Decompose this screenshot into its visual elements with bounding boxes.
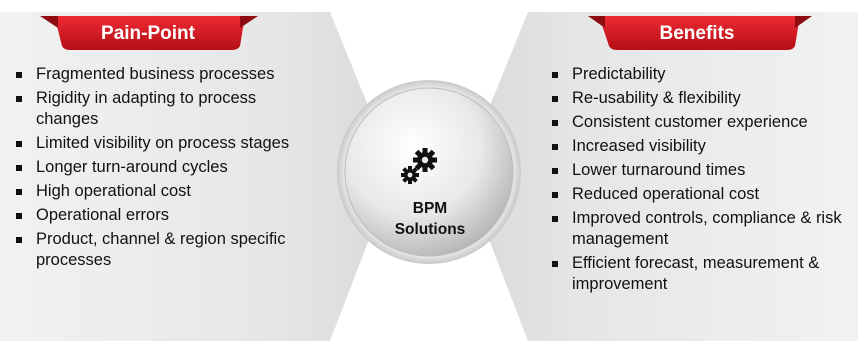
list-item: Efficient forecast, measurement & improv…	[548, 253, 848, 295]
list-item: Fragmented business processes	[12, 64, 312, 85]
pain-point-list: Fragmented business processes Rigidity i…	[12, 64, 312, 274]
list-item: Re-usability & flexibility	[548, 88, 848, 109]
pain-point-title: Pain-Point	[101, 23, 195, 44]
list-item: Product, channel & region specific proce…	[12, 229, 312, 271]
list-item: Predictability	[548, 64, 848, 85]
list-item: Limited visibility on process stages	[12, 133, 312, 154]
benefits-list: Predictability Re-usability & flexibilit…	[548, 64, 848, 298]
list-item: Improved controls, compliance & risk man…	[548, 208, 848, 250]
list-item: Increased visibility	[548, 136, 848, 157]
pain-point-tab	[55, 16, 245, 50]
gears-icon	[401, 148, 437, 184]
center-label-line2: Solutions	[394, 221, 466, 238]
list-item: Lower turnaround times	[548, 160, 848, 181]
center-label-line1: BPM	[412, 200, 448, 217]
pain-point-panel	[0, 12, 395, 341]
benefits-panel	[463, 12, 858, 341]
benefits-tab	[600, 16, 799, 50]
list-item: Consistent customer experience	[548, 112, 848, 133]
list-item: Longer turn-around cycles	[12, 157, 312, 178]
benefits-title: Benefits	[659, 23, 735, 44]
center-circle	[344, 87, 514, 257]
list-item: Reduced operational cost	[548, 184, 848, 205]
list-item: Operational errors	[12, 205, 312, 226]
list-item: Rigidity in adapting to process changes	[12, 88, 312, 130]
list-item: High operational cost	[12, 181, 312, 202]
